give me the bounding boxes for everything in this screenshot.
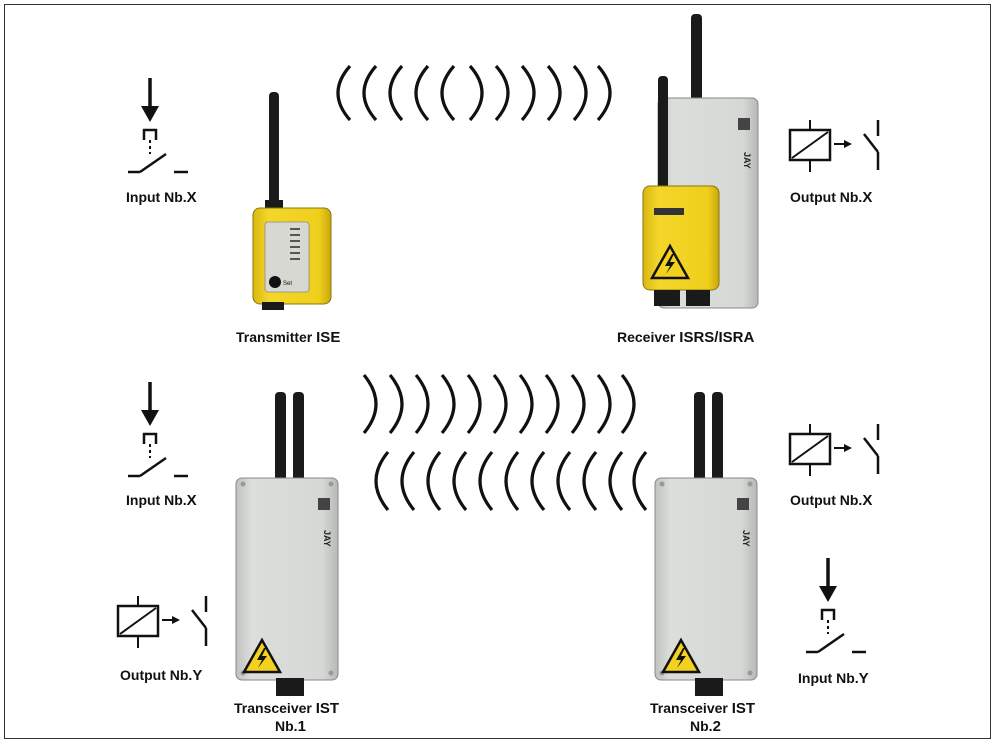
- input-right-label: Input Nb.Y: [798, 670, 869, 687]
- brand-logo: JAY: [322, 530, 332, 547]
- push-button-input-icon: [126, 380, 190, 478]
- radio-waves-icon: [362, 373, 636, 435]
- input-top-label: Input Nb.X: [126, 189, 197, 206]
- diagram-frame: [4, 4, 991, 739]
- transceiver1-label: Transceiver IST: [234, 700, 339, 717]
- input-left-label: Input Nb.X: [126, 492, 197, 509]
- relay-output-icon: [116, 594, 208, 650]
- transceiver-1-device: JAY: [235, 392, 339, 696]
- radio-waves-icon: [374, 450, 648, 512]
- antenna-icon: [658, 76, 668, 192]
- output-right-label: Output Nb.X: [790, 492, 872, 509]
- receiver-label: Receiver ISRS/ISRA: [617, 329, 754, 346]
- push-button-input-icon: [804, 556, 868, 654]
- antenna-icon: [269, 92, 279, 210]
- antenna-icon: [691, 14, 702, 114]
- receiver-isrs-device: JAY: [642, 14, 759, 309]
- output-top-label: Output Nb.X: [790, 189, 872, 206]
- radio-waves-icon: [336, 64, 612, 122]
- antenna-icon: [712, 392, 723, 484]
- transceiver2-number: Nb.2: [690, 718, 721, 735]
- antenna-icon: [293, 392, 304, 484]
- transceiver2-label: Transceiver IST: [650, 700, 755, 717]
- brand-logo: JAY: [742, 152, 752, 169]
- output-left-label: Output Nb.Y: [120, 667, 202, 684]
- antenna-icon: [275, 392, 286, 484]
- transceiver1-number: Nb.1: [275, 718, 306, 735]
- brand-logo: JAY: [741, 530, 751, 547]
- relay-output-icon: [788, 118, 880, 174]
- transceiver-2-device: JAY: [654, 392, 758, 696]
- set-button-label: Set: [283, 281, 292, 287]
- relay-output-icon: [788, 422, 880, 478]
- antenna-icon: [694, 392, 705, 484]
- transmitter-ise-device: Set: [252, 92, 332, 310]
- transmitter-label: Transmitter ISE: [236, 329, 340, 346]
- push-button-input-icon: [126, 76, 190, 174]
